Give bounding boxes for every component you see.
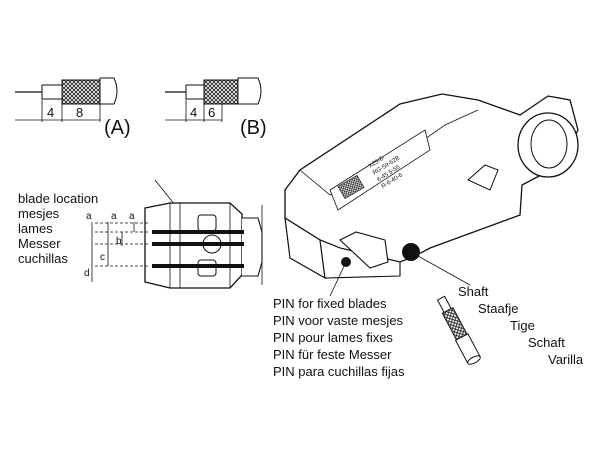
cable-a-dim-8: 8 (76, 105, 83, 120)
shaft-label-fr: Tige (510, 318, 535, 333)
blade-cartridge (144, 179, 263, 289)
blade-dimensions: a a a b c d (84, 211, 150, 282)
blade-location-label-en: blade location (18, 191, 98, 206)
pin-label-de: PIN für feste Messer (273, 347, 392, 362)
coax-cable-sample (436, 295, 481, 365)
dim-c: c (100, 252, 105, 263)
pin-pointer-line (329, 261, 347, 297)
cable-b-label: (B) (240, 117, 267, 139)
blade-location-label-fr: lames (18, 221, 53, 236)
cable-b-jacket (237, 77, 262, 105)
cartridge-hole-top (197, 214, 217, 232)
dim-a-3: a (129, 211, 135, 222)
blade-location-labels: blade location mesjes lames Messer cuchi… (18, 191, 98, 266)
blade-bar-1 (152, 230, 244, 234)
pin-label-en: PIN for fixed blades (273, 296, 387, 311)
shaft-label-es: Varilla (548, 352, 584, 367)
blade-bar-3 (152, 264, 244, 268)
cable-b-dielectric (185, 84, 205, 100)
cable-a-dim-4: 4 (47, 105, 54, 120)
shaft-label-de: Schaft (528, 335, 565, 350)
pin-label-es: PIN para cuchillas fijas (273, 364, 405, 379)
cable-a-shield (61, 79, 101, 105)
blade-bar-2 (152, 242, 244, 246)
dim-d: d (84, 268, 90, 279)
dim-a-1: a (86, 211, 92, 222)
shaft-label-nl: Staafje (478, 301, 518, 316)
cable-diagram-b: 4 6 (B) (165, 77, 267, 139)
tool-jaw-notch (339, 231, 389, 269)
cable-diagram-a: 4 8 (A) (15, 77, 131, 139)
stripping-tool: X25-6- RG-59-62B 6-45 5-55 R-6-40-6 (284, 93, 579, 297)
shaft-pointer-line (417, 255, 471, 286)
blade-pointer-line (154, 179, 176, 206)
pin-label-nl: PIN voor vaste mesjes (273, 313, 404, 328)
shaft-label-en: Shaft (458, 284, 489, 299)
cable-b-dim-4: 4 (190, 105, 197, 120)
blade-location-label-es: cuchillas (18, 251, 68, 266)
finger-ring-hole (530, 119, 568, 169)
pin-label-fr: PIN pour lames fixes (273, 330, 393, 345)
shaft-labels: Shaft Staafje Tige Schaft Varilla (458, 284, 584, 367)
cable-a-label: (A) (104, 117, 131, 139)
cable-b-shield (203, 79, 239, 105)
cable-a-dielectric (41, 84, 63, 100)
tool-label-mesh (337, 175, 365, 199)
dim-b: b (116, 236, 122, 247)
cable-b-dim-6: 6 (208, 105, 215, 120)
dim-a-2: a (111, 211, 117, 222)
blade-location-label-de: Messer (18, 236, 61, 251)
pin-labels: PIN for fixed blades PIN voor vaste mesj… (273, 296, 405, 379)
cable-a-jacket (99, 77, 118, 105)
shaft-pin (402, 243, 420, 261)
blade-location-label-nl: mesjes (18, 206, 60, 221)
